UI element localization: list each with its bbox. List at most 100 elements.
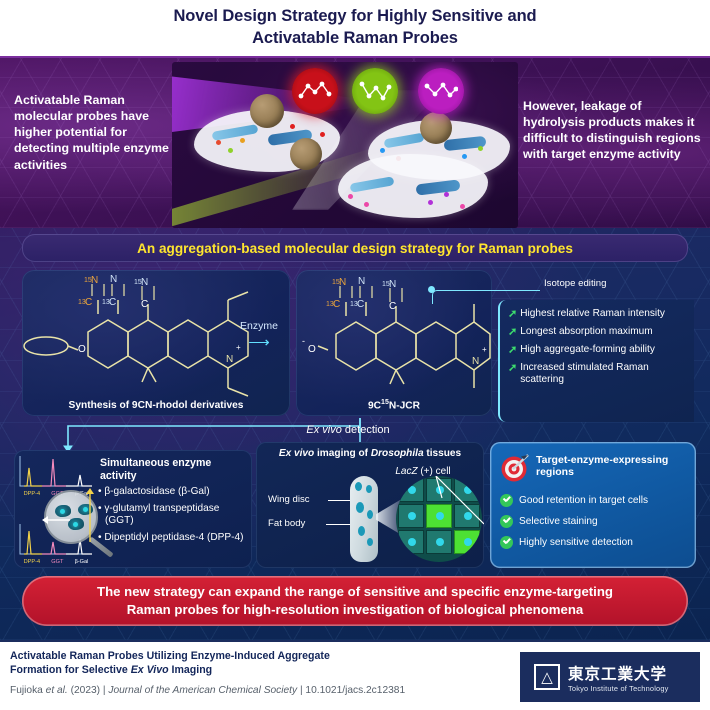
feature-row: ➚High aggregate-forming ability — [508, 344, 688, 356]
probe-dot — [380, 148, 385, 153]
paper-title-line-2: Formation for Selective Ex Vivo Imaging — [10, 663, 213, 676]
target-regions-panel: Target-enzyme-expressing regions Good re… — [490, 442, 696, 568]
spectra-label: DPP-4 — [23, 491, 41, 497]
logo-japanese-name: 東京工業大学 — [568, 665, 668, 683]
svg-text:N: N — [472, 356, 479, 367]
spectra-labels: DPP-4 GGT β-Gal — [18, 559, 94, 565]
svg-text:C: C — [141, 299, 148, 310]
svg-text:C: C — [85, 297, 92, 308]
list-item: β-galactosidase (β-Gal) — [98, 486, 250, 499]
svg-text:N: N — [226, 354, 233, 365]
spectra-link-arrows — [42, 488, 94, 542]
enzyme-panel-title: Simultaneous enzyme activity — [100, 457, 212, 482]
chem-structure-panel-right: O - N + 15 N 13 C N 13 C 15 N C 9C15N-JC… — [296, 270, 492, 416]
raman-spectrum-badge-green — [352, 68, 398, 114]
feature-row: ➚Increased stimulated Raman scattering — [508, 362, 688, 386]
cell-nucleus — [436, 512, 444, 520]
svg-text:-: - — [302, 336, 305, 346]
svg-text:N: N — [141, 277, 148, 288]
enzyme-list: β-galactosidase (β-Gal) γ-glutamyl trans… — [98, 486, 250, 548]
citation: Fujioka et al. (2023) | Journal of the A… — [10, 685, 406, 696]
conclusion-line-2: Raman probes for high-resolution investi… — [126, 602, 584, 617]
probe-dot — [290, 124, 295, 129]
nucleus-icon — [420, 112, 452, 144]
probe-dot — [240, 138, 245, 143]
probe-dot — [444, 192, 449, 197]
up-arrow-icon: ➚ — [508, 326, 518, 339]
tissue-cell — [426, 530, 452, 554]
probe-dot — [428, 200, 433, 205]
paper-title: Activatable Raman Probes Utilizing Enzym… — [10, 650, 500, 678]
list-item-label: Good retention in target cells — [519, 495, 649, 506]
svg-text:C: C — [357, 299, 364, 310]
stained-cell-nucleus — [60, 509, 65, 514]
probe-dot — [364, 202, 369, 207]
probe-dot — [460, 204, 465, 209]
list-item: Selective staining — [500, 515, 690, 528]
svg-text:C: C — [333, 299, 340, 310]
leader-line — [328, 500, 352, 502]
fat-body-label: Fat body — [268, 518, 306, 529]
titech-emblem-icon: △ — [534, 664, 560, 690]
lacz-pointer-lines — [435, 476, 484, 525]
features-panel: ➚Highest relative Raman intensity ➚Longe… — [498, 300, 694, 422]
chem-right-caption: 9C15N-JCR — [368, 398, 420, 411]
enzyme-label: Enzyme — [240, 320, 278, 332]
right-problem-text: However, leakage of hydrolysis products … — [523, 99, 701, 162]
arrow-right-icon: ⟶ — [248, 334, 270, 351]
title-line-2: Activatable Raman Probes — [252, 29, 458, 47]
drosophila-imaging-panel: Ex vivo imaging of Drosophila tissues La… — [256, 442, 484, 568]
stained-region — [356, 502, 364, 513]
probe-dot — [478, 146, 483, 151]
raman-spectrum-badge-red — [292, 68, 338, 114]
check-circle-icon — [500, 494, 513, 507]
chem-structure-panel-left: O N + 15 N 13 C N 13 C 15 N C Synthesis … — [22, 270, 290, 416]
list-item: Dipeptidyl peptidase-4 (DPP-4) — [98, 532, 250, 545]
list-item: γ-glutamyl transpeptidase (GGT) — [98, 503, 250, 528]
enzyme-arrow-group: Enzyme ⟶ — [228, 320, 290, 350]
svg-text:O: O — [308, 344, 316, 355]
svg-text:N: N — [91, 275, 98, 286]
conclusion-line-1: The new strategy can expand the range of… — [97, 584, 613, 600]
stained-cell-nucleus — [73, 522, 78, 527]
feature-label: Longest absorption maximum — [520, 326, 653, 338]
list-item: Highly sensitive detection — [500, 536, 690, 549]
probe-dot — [228, 148, 233, 153]
svg-text:N: N — [358, 276, 365, 287]
svg-text:15: 15 — [332, 279, 340, 286]
stained-region — [355, 482, 362, 491]
svg-text:N: N — [110, 274, 117, 285]
nucleus-icon — [290, 138, 322, 170]
page-title: Novel Design Strategy for Highly Sensiti… — [0, 0, 710, 56]
probe-dot — [348, 194, 353, 199]
drosophila-panel-title: Ex vivo imaging of Drosophila tissues — [278, 448, 462, 459]
magnifier-lens-icon — [44, 490, 98, 544]
spectra-label: DPP-4 — [23, 559, 41, 565]
stained-region — [358, 526, 365, 536]
stained-region — [366, 485, 372, 493]
lacz-label: LacZ (+) cell — [395, 466, 451, 477]
stained-region — [367, 510, 373, 519]
feature-label: High aggregate-forming ability — [520, 344, 655, 356]
svg-text:O: O — [78, 344, 86, 355]
target-panel-title: Target-enzyme-expressing regions — [536, 454, 669, 479]
cell-nucleus — [464, 512, 472, 520]
cell-nucleus — [436, 538, 444, 546]
probe-dot — [216, 140, 221, 145]
logo-english-name: Tokyo Institute of Technology — [568, 683, 669, 693]
svg-text:13: 13 — [102, 299, 110, 306]
cell-nucleus — [408, 538, 416, 546]
svg-text:15: 15 — [382, 281, 390, 288]
conclusion-banner: The new strategy can expand the range of… — [22, 576, 688, 626]
svg-text:C: C — [389, 301, 396, 312]
cell-zoom-view — [396, 476, 482, 562]
svg-text:15: 15 — [134, 279, 142, 286]
cell-nucleus — [464, 538, 472, 546]
stained-region — [367, 538, 373, 546]
svg-text:N: N — [339, 277, 346, 288]
feature-label: Highest relative Raman intensity — [520, 308, 665, 319]
svg-text:+: + — [236, 343, 241, 352]
chem-structure-9c15n-jcr: O - N + 15 N 13 C N 13 C 15 N C — [302, 276, 491, 388]
cell-nucleus — [408, 512, 416, 520]
svg-text:13: 13 — [350, 301, 358, 308]
